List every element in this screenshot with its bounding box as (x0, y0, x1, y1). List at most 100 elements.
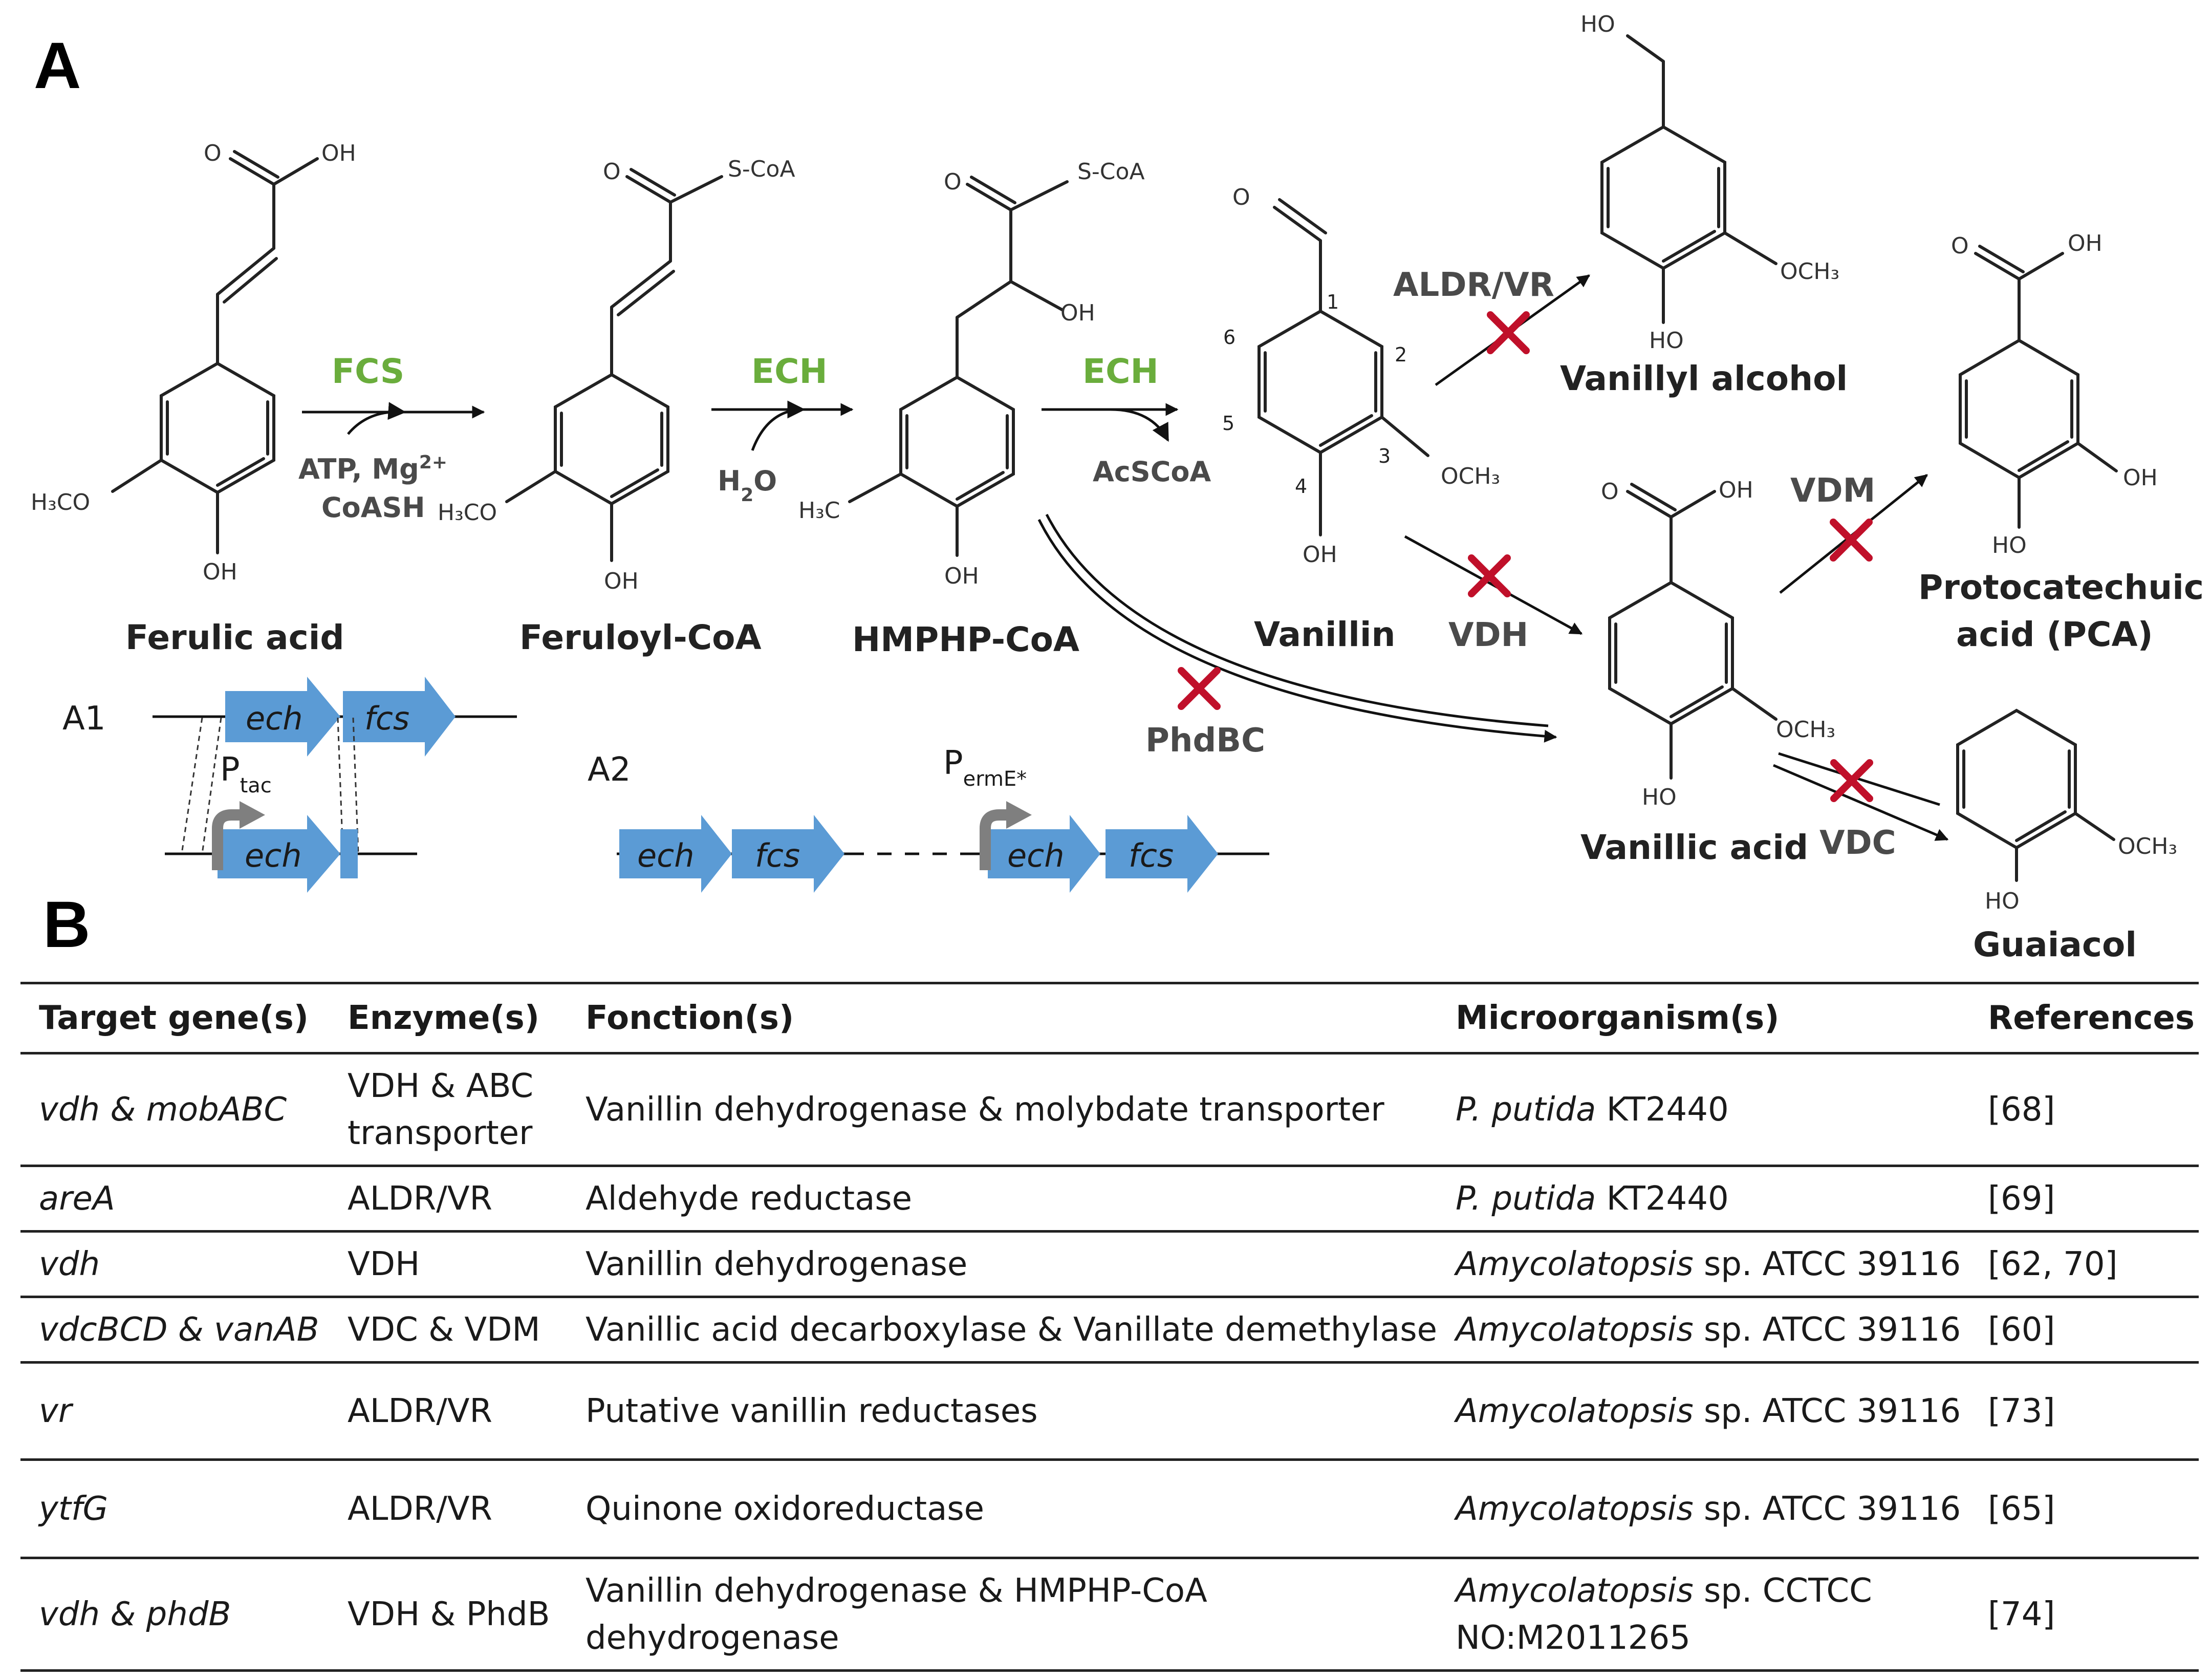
a1-promoter-arrow (212, 809, 241, 870)
ring-num-1: 1 (1327, 291, 1339, 313)
cell-enzyme: VDC & VDM (329, 1297, 567, 1364)
vanillic-o: O (1601, 479, 1619, 505)
hmphp-h3c: H₃C (798, 498, 840, 524)
a1-top-ech-label: ech (246, 700, 303, 737)
vdh-knockout-cross (1468, 554, 1511, 597)
fcs-cofactor-arrow (347, 402, 406, 435)
fcs-enzyme: FCS (332, 352, 404, 391)
cell-reference: [74] (1969, 1558, 2199, 1672)
references-table: Target gene(s) Enzyme(s) Fonction(s) Mic… (20, 982, 2199, 1672)
ring-num-3: 3 (1378, 445, 1391, 467)
vanillin-label: Vanillin (1254, 615, 1395, 654)
vanillic-ho: HO (1642, 784, 1677, 810)
vanillyl-ho: HO (1580, 11, 1615, 37)
vanillyl-ring-ho: HO (1649, 328, 1684, 354)
cell-function: Vanillin dehydrogenase & molybdate trans… (567, 1053, 1437, 1167)
cell-gene: vdcBCD & vanAB (20, 1297, 329, 1364)
a1-promoter-arrowhead (240, 801, 265, 829)
feruloyl-scoa: S-CoA (728, 156, 795, 182)
cell-gene: ytfG (20, 1459, 329, 1559)
table-header-row: Target gene(s) Enzyme(s) Fonction(s) Mic… (20, 982, 2199, 1054)
ferulic-ring-oh: OH (203, 559, 237, 585)
ring-num-5: 5 (1222, 412, 1234, 435)
a1-label: A1 (62, 700, 106, 738)
h2o-cofactor-arrow (751, 400, 806, 451)
cell-organism: P. putida KT2440 (1437, 1166, 1969, 1233)
vanillin-och3: OCH₃ (1441, 463, 1500, 489)
cell-function: Putative vanillin reductases (567, 1362, 1437, 1461)
a2-fcs-label-1: fcs (755, 837, 800, 874)
table-row: vr ALDR/VR Putative vanillin reductases … (20, 1362, 2199, 1461)
phdbc-knockout-cross (1178, 667, 1221, 710)
pca-label-line-2: acid (PCA) (1956, 615, 2153, 654)
a2-ech-gene-1 (619, 815, 732, 893)
acscoa-cofactor: AcSCoA (1093, 456, 1211, 488)
a1-promoter-label: Ptac (220, 751, 272, 798)
vanillin-oh: OH (1303, 542, 1337, 568)
vdm-knockout-cross (1830, 519, 1873, 562)
phdbc-arrow-line-2 (1037, 519, 1557, 743)
pca-ho: HO (1992, 532, 2027, 558)
feruloyl-o: O (603, 159, 621, 185)
vanillin-o: O (1232, 184, 1250, 210)
cell-organism: Amycolatopsis sp. ATCC 39116 (1437, 1231, 1969, 1298)
cell-gene: vdh & mobABC (20, 1053, 329, 1167)
ferulic-oh: OH (321, 140, 356, 166)
cell-reference: [68] (1969, 1053, 2199, 1167)
cell-gene: vdh (20, 1231, 329, 1298)
cell-enzyme: VDH (329, 1231, 567, 1298)
vanillin-structure (1258, 198, 1429, 536)
header-target-genes: Target gene(s) (20, 982, 329, 1054)
table-row: vdcBCD & vanAB VDC & VDM Vanillic acid d… (20, 1297, 2199, 1364)
a1-bottom-fcs-fragment (340, 829, 358, 878)
header-functions: Fonction(s) (567, 982, 1437, 1054)
a1-top-fcs-gene (343, 677, 456, 757)
cell-gene: vdh & phdB (20, 1558, 329, 1672)
cell-gene: areA (20, 1166, 329, 1233)
guaiacol-label: Guaiacol (1973, 925, 2137, 964)
table-row: areA ALDR/VR Aldehyde reductase P. putid… (20, 1166, 2199, 1233)
hmphp-oh: OH (944, 563, 979, 589)
ring-num-6: 6 (1223, 326, 1235, 349)
aldr-vr-knockout-cross (1487, 311, 1530, 354)
cell-organism: Amycolatopsis sp. ATCC 39116 (1437, 1297, 1969, 1364)
h2o-cofactor: H2O (718, 465, 777, 506)
a2-label: A2 (588, 751, 631, 789)
vanillic-oh: OH (1719, 477, 1753, 503)
vanillyl-alcohol-label: Vanillyl alcohol (1560, 359, 1848, 398)
vanillyl-alcohol-structure (1600, 34, 1778, 324)
ferulic-acid-structure (111, 150, 319, 554)
cell-enzyme: ALDR/VR (329, 1459, 567, 1559)
vanillyl-och3: OCH₃ (1780, 259, 1839, 285)
cell-function: Vanillin dehydrogenase (567, 1231, 1437, 1298)
guaiacol-ho: HO (1985, 888, 2020, 914)
phdbc-enzyme: PhdBC (1145, 722, 1265, 760)
a1-bottom-ech-gene (218, 815, 340, 893)
a1-bottom-ech-label: ech (245, 837, 302, 874)
a2-ech-gene-2 (988, 815, 1100, 893)
a2-fcs-gene-1 (732, 815, 844, 893)
vanillic-acid-label: Vanillic acid (1580, 828, 1808, 867)
panel-a-label: A (34, 29, 81, 102)
feruloyl-coa-label: Feruloyl-CoA (519, 618, 762, 657)
a2-fcs-gene-2 (1106, 815, 1218, 893)
a2-ech-label-1: ech (637, 837, 695, 874)
vdc-arrow-line-1 (1778, 752, 1940, 806)
hmphp-side-oh: OH (1060, 300, 1095, 326)
cell-enzyme: VDH & PhdB (329, 1558, 567, 1672)
cell-reference: [60] (1969, 1297, 2199, 1364)
cell-reference: [69] (1969, 1166, 2199, 1233)
table-row: vdh & phdB VDH & PhdB Vanillin dehydroge… (20, 1558, 2199, 1672)
phdbc-arrow-line-1 (1045, 513, 1549, 727)
ferulic-h3co: H₃CO (31, 489, 90, 515)
vanillic-acid-structure (1608, 483, 1778, 780)
vdm-enzyme: VDM (1790, 472, 1875, 510)
ech-enzyme-2: ECH (1082, 352, 1159, 391)
guaiacol-och3: OCH₃ (2118, 833, 2177, 859)
aldr-vr-enzyme: ALDR/VR (1393, 266, 1554, 304)
a1-top-fcs-label: fcs (364, 700, 409, 737)
pca-o: O (1951, 233, 1969, 259)
